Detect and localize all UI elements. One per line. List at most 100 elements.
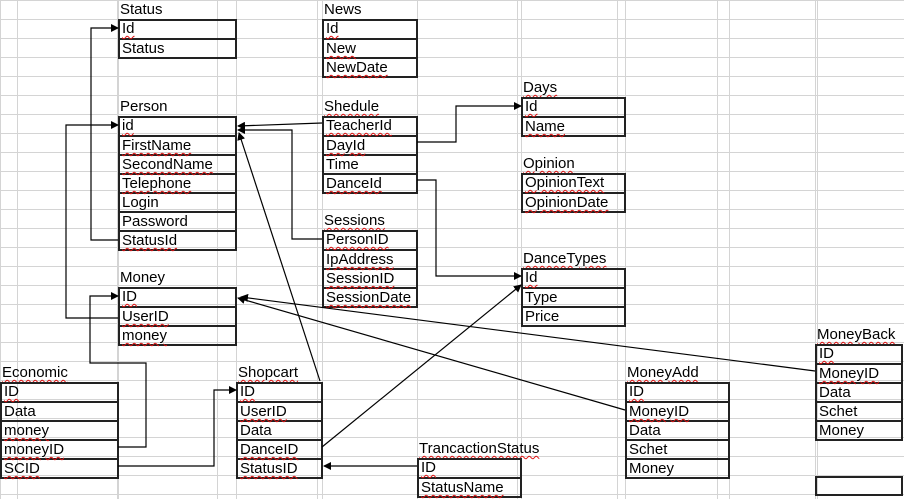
field-cell[interactable]: Data xyxy=(238,420,321,439)
field-cell[interactable]: moneyID xyxy=(2,439,117,458)
arrow-person-statusid-to-status-id xyxy=(90,24,119,241)
field-cell[interactable]: Login xyxy=(120,192,235,211)
field-label: Id xyxy=(525,269,538,286)
table-title[interactable]: TrancactionStatus xyxy=(419,440,540,457)
field-label: Data xyxy=(629,422,661,439)
field-cell[interactable]: DayId xyxy=(324,135,416,154)
table-title[interactable]: Money xyxy=(120,269,166,286)
field-label: Login xyxy=(122,194,159,211)
table-title[interactable]: News xyxy=(324,1,362,18)
field-label: StatusName xyxy=(421,479,504,496)
field-cell[interactable]: Schet xyxy=(627,439,728,458)
table-title[interactable]: Days xyxy=(523,79,558,96)
field-cell[interactable]: OpinionDate xyxy=(523,192,624,211)
field-cell[interactable]: Type xyxy=(523,287,624,306)
field-cell[interactable]: UserID xyxy=(120,306,235,325)
field-cell[interactable]: ID xyxy=(120,289,235,306)
field-cell[interactable]: Data xyxy=(2,401,117,420)
field-cell[interactable]: DanceId xyxy=(324,173,416,192)
field-cell[interactable]: StatusId xyxy=(120,230,235,249)
field-label: ID xyxy=(421,459,436,476)
field-cell[interactable]: UserID xyxy=(238,401,321,420)
field-cell[interactable]: id xyxy=(120,118,235,135)
field-cell[interactable]: Money xyxy=(627,458,728,477)
field-cell[interactable]: Name xyxy=(523,116,624,135)
field-cell[interactable]: Status xyxy=(120,38,235,57)
field-cell[interactable]: Telephone xyxy=(120,173,235,192)
field-cell[interactable]: DanceID xyxy=(238,439,321,458)
field-label: UserID xyxy=(122,308,169,325)
field-label: ID xyxy=(819,345,834,362)
field-label: Schet xyxy=(819,403,858,420)
table-title[interactable]: MoneyAdd xyxy=(627,364,699,381)
arrow-shedule-teacherid-to-person-id xyxy=(237,121,323,130)
field-cell[interactable]: New xyxy=(324,38,416,57)
field-label: SessionDate xyxy=(326,289,412,306)
field-cell[interactable]: Id xyxy=(523,99,624,116)
field-cell[interactable]: ID xyxy=(2,384,117,401)
table-title[interactable]: Economic xyxy=(2,364,68,381)
field-cell[interactable]: OpinionText xyxy=(523,175,624,192)
field-cell[interactable]: Id xyxy=(324,21,416,38)
table-title[interactable]: MoneyBack xyxy=(817,326,896,343)
table-title[interactable]: Person xyxy=(120,98,168,115)
grid-column-line xyxy=(0,0,1,499)
field-cell[interactable]: MoneyID xyxy=(817,363,901,382)
table-title[interactable]: Shedule xyxy=(324,98,380,115)
field-cell[interactable]: StatusID xyxy=(238,458,321,477)
field-cell[interactable]: SessionDate xyxy=(324,287,416,306)
field-cell[interactable]: PersonID xyxy=(324,232,416,249)
field-cell[interactable]: SCID xyxy=(2,458,117,477)
field-cell[interactable]: ID xyxy=(627,384,728,401)
selected-empty-cell[interactable] xyxy=(815,476,903,496)
field-cell[interactable]: ID xyxy=(419,460,520,477)
arrow-economic-scid-to-shopcart-id xyxy=(118,386,237,467)
table-title[interactable]: Opinion xyxy=(523,155,575,172)
field-cell[interactable]: MoneyID xyxy=(627,401,728,420)
field-cell[interactable]: Id xyxy=(120,21,235,38)
table-title[interactable]: Status xyxy=(120,1,163,18)
field-cell[interactable]: Schet xyxy=(817,401,901,420)
field-cell[interactable]: ID xyxy=(238,384,321,401)
field-label: SCID xyxy=(4,460,40,477)
field-label: StatusId xyxy=(122,232,178,249)
field-cell[interactable]: StatusName xyxy=(419,477,520,496)
field-label: Data xyxy=(4,403,36,420)
field-cell[interactable]: SecondName xyxy=(120,154,235,173)
field-label: DayId xyxy=(326,137,366,154)
field-cell[interactable]: money xyxy=(2,420,117,439)
field-label: MoneyID xyxy=(629,403,690,420)
field-cell[interactable]: Data xyxy=(817,382,901,401)
field-label: SessionID xyxy=(326,270,395,287)
field-cell[interactable]: Money xyxy=(817,420,901,439)
table-title[interactable]: Sessions xyxy=(324,212,385,229)
field-cell[interactable]: Data xyxy=(627,420,728,439)
field-cell[interactable]: ID xyxy=(817,346,901,363)
arrow-money-userid-to-person-id xyxy=(65,121,119,319)
field-label: UserID xyxy=(240,403,287,420)
field-cell[interactable]: Price xyxy=(523,306,624,325)
table-fields: ID StatusName xyxy=(417,458,522,498)
field-cell[interactable]: TeacherId xyxy=(324,118,416,135)
field-label: Password xyxy=(122,213,188,230)
field-cell[interactable]: SessionID xyxy=(324,268,416,287)
table-title[interactable]: DanceTypes xyxy=(523,250,607,267)
field-cell[interactable]: NewDate xyxy=(324,57,416,76)
field-cell[interactable]: Password xyxy=(120,211,235,230)
field-cell[interactable]: Time xyxy=(324,154,416,173)
field-label: Id xyxy=(525,98,538,115)
field-label: PersonID xyxy=(326,231,389,248)
table-title[interactable]: Shopcart xyxy=(238,364,299,381)
field-cell[interactable]: money xyxy=(120,325,235,344)
field-cell[interactable]: FirstName xyxy=(120,135,235,154)
field-label: Status xyxy=(122,40,165,57)
field-cell[interactable]: Id xyxy=(523,270,624,287)
field-cell[interactable]: IpAddress xyxy=(324,249,416,268)
